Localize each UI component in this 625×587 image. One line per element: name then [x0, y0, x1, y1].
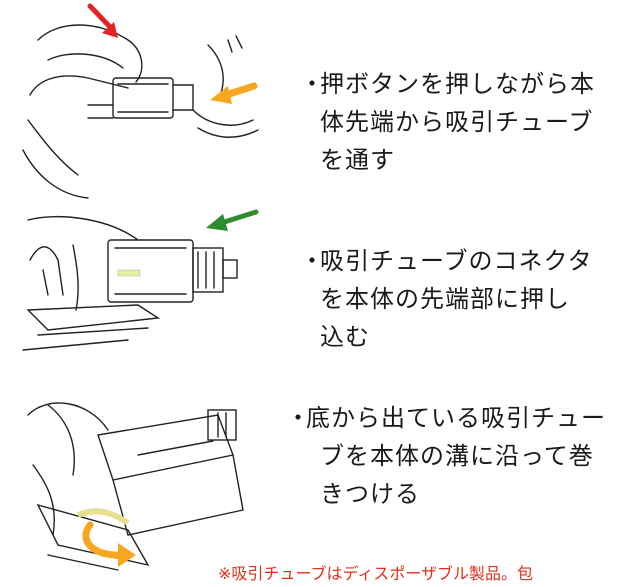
footnote: ※吸引チューブはディスポーザブル製品。包 — [218, 564, 534, 583]
bullet: ・ — [286, 404, 311, 432]
caption-line: ブを本体の溝に沿って巻 — [320, 442, 594, 470]
red-arrow-icon — [87, 3, 118, 38]
step-2-caption: ・ 吸引チューブのコネクタ を本体の先端部に押し 込む — [300, 242, 593, 356]
caption-line: を本体の先端部に押し — [320, 285, 570, 313]
step-2: ・ 吸引チューブのコネクタ を本体の先端部に押し 込む — [0, 200, 625, 375]
bullet: ・ — [300, 247, 325, 275]
step-2-illustration — [18, 200, 268, 375]
step-1-illustration — [18, 0, 268, 200]
step-3-illustration — [18, 375, 268, 587]
bullet: ・ — [300, 70, 325, 98]
caption-line: 体先端から吸引チューブ — [320, 108, 594, 136]
caption-line: 押ボタンを押しながら本 — [320, 70, 595, 98]
orange-curved-arrow-icon — [82, 521, 136, 567]
caption-line: 吸引チューブのコネクタ — [320, 247, 593, 275]
orange-arrow-icon — [210, 82, 258, 104]
caption-line: きつける — [320, 480, 420, 508]
caption-line: 底から出ている吸引チュー — [306, 404, 606, 432]
green-arrow-icon — [206, 209, 259, 231]
step-3-caption: ・ 底から出ている吸引チュー ブを本体の溝に沿って巻 きつける — [286, 399, 606, 513]
step-1-caption: ・ 押ボタンを押しながら本 体先端から吸引チューブ を通す — [300, 65, 595, 179]
step-3: ・ 底から出ている吸引チュー ブを本体の溝に沿って巻 きつける — [0, 375, 625, 587]
step-1: ・ 押ボタンを押しながら本 体先端から吸引チューブ を通す — [0, 0, 625, 200]
caption-line: を通す — [320, 146, 395, 174]
caption-line: 込む — [320, 323, 370, 351]
